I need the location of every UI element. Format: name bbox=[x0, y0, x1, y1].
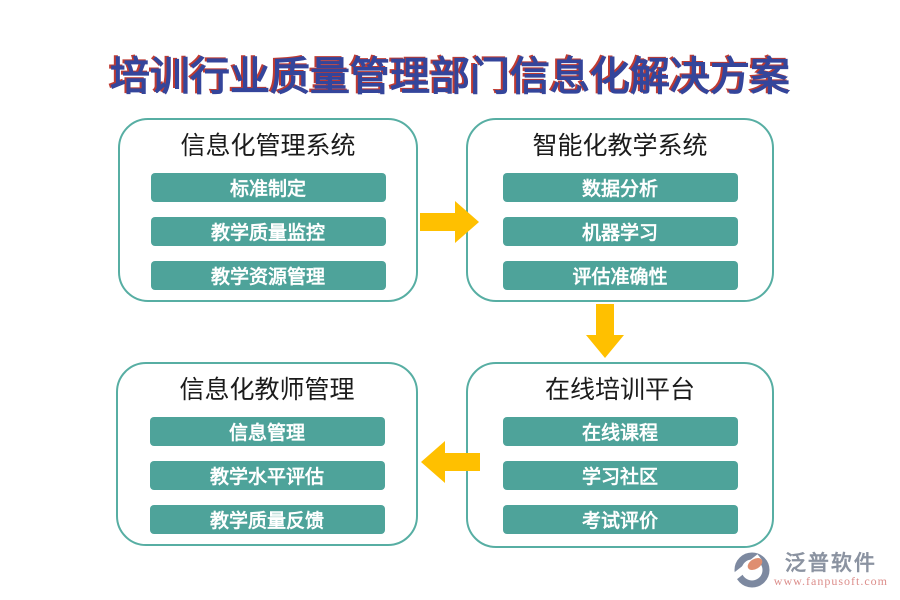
arrow-left-icon bbox=[421, 441, 480, 483]
box-title: 智能化教学系统 bbox=[532, 133, 708, 160]
footer-text: 泛普软件 www.fanpusoft.com bbox=[774, 552, 888, 588]
box-online-training-platform: 在线培训平台 在线课程 学习社区 考试评价 bbox=[466, 362, 774, 548]
item-pill: 教学质量监控 bbox=[150, 217, 386, 246]
item-pill: 教学质量反馈 bbox=[149, 505, 385, 534]
item-pill: 学习社区 bbox=[502, 461, 738, 490]
box-title: 在线培训平台 bbox=[544, 377, 695, 404]
box-smart-teaching-system: 智能化教学系统 数据分析 机器学习 评估准确性 bbox=[466, 118, 774, 302]
box-teacher-management: 信息化教师管理 信息管理 教学水平评估 教学质量反馈 bbox=[116, 362, 418, 546]
box-items: 标准制定 教学质量监控 教学资源管理 bbox=[150, 173, 386, 290]
box-items: 信息管理 教学水平评估 教学质量反馈 bbox=[149, 417, 385, 534]
page-title: 培训行业质量管理部门信息化解决方案 bbox=[110, 54, 790, 99]
box-title: 信息化教师管理 bbox=[179, 377, 355, 404]
fanpu-logo-icon bbox=[733, 552, 770, 588]
box-items: 在线课程 学习社区 考试评价 bbox=[502, 417, 738, 534]
footer-brand: 泛普软件 www.fanpusoft.com bbox=[733, 552, 888, 588]
item-pill: 教学水平评估 bbox=[149, 461, 385, 490]
item-pill: 教学资源管理 bbox=[150, 261, 386, 290]
arrow-down-icon bbox=[586, 304, 624, 358]
box-title: 信息化管理系统 bbox=[180, 133, 356, 160]
item-pill: 信息管理 bbox=[149, 417, 385, 446]
brand-url: www.fanpusoft.com bbox=[773, 574, 888, 588]
item-pill: 数据分析 bbox=[502, 173, 738, 202]
item-pill: 在线课程 bbox=[502, 417, 738, 446]
brand-name: 泛普软件 bbox=[784, 551, 877, 575]
item-pill: 评估准确性 bbox=[502, 261, 738, 290]
arrow-right-icon bbox=[420, 201, 479, 243]
item-pill: 机器学习 bbox=[502, 217, 738, 246]
box-items: 数据分析 机器学习 评估准确性 bbox=[502, 173, 738, 290]
item-pill: 标准制定 bbox=[150, 173, 386, 202]
item-pill: 考试评价 bbox=[502, 505, 738, 534]
box-info-management-system: 信息化管理系统 标准制定 教学质量监控 教学资源管理 bbox=[118, 118, 418, 302]
